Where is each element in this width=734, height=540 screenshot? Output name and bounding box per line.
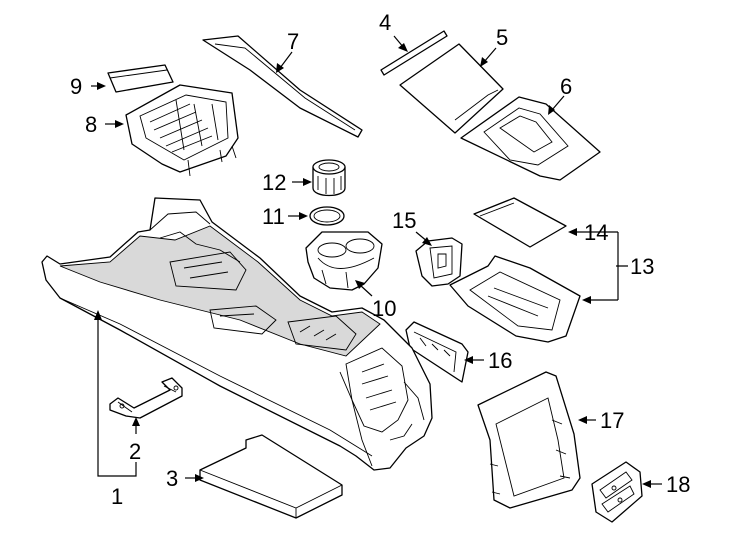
part-11-ring [309, 206, 345, 226]
part-18-control [591, 461, 643, 523]
callout-12: 12 [262, 170, 286, 195]
part-6-bezel [460, 96, 601, 181]
callout-14: 14 [584, 220, 608, 245]
callout-1: 1 [111, 484, 123, 509]
part-8-switch-panel [125, 84, 239, 177]
callout-18: 18 [666, 472, 690, 497]
part-10-cup-holder [305, 231, 383, 291]
callout-16: 16 [488, 348, 512, 373]
callout-15: 15 [392, 208, 416, 233]
callout-2: 2 [129, 439, 141, 464]
callout-9: 9 [70, 74, 82, 99]
callout-4: 4 [379, 10, 391, 35]
callout-13: 13 [630, 254, 654, 279]
leader-lines [91, 35, 662, 488]
callout-11: 11 [262, 204, 285, 229]
part-13-bin [449, 255, 581, 343]
callout-6: 6 [560, 74, 572, 99]
callout-8: 8 [85, 112, 97, 137]
part-15-bracket [415, 237, 463, 287]
part-2-bracket [109, 377, 183, 419]
part-1-center-console [41, 197, 433, 471]
part-5-mat [399, 43, 504, 134]
callout-labels: 1 2 3 4 5 6 7 8 9 10 11 12 13 14 15 16 1… [70, 10, 690, 509]
callout-3: 3 [166, 466, 178, 491]
callout-7: 7 [287, 29, 299, 54]
part-4-strip [380, 30, 448, 76]
callout-5: 5 [496, 25, 508, 50]
part-14-pad [473, 197, 567, 248]
part-7-trim-strip [202, 35, 363, 138]
part-3-pad [199, 434, 343, 519]
part-9-pad [107, 64, 174, 93]
part-17-frame [477, 371, 581, 509]
callout-17: 17 [600, 408, 624, 433]
callout-10: 10 [372, 296, 396, 321]
part-12-cup-insert [312, 159, 346, 197]
